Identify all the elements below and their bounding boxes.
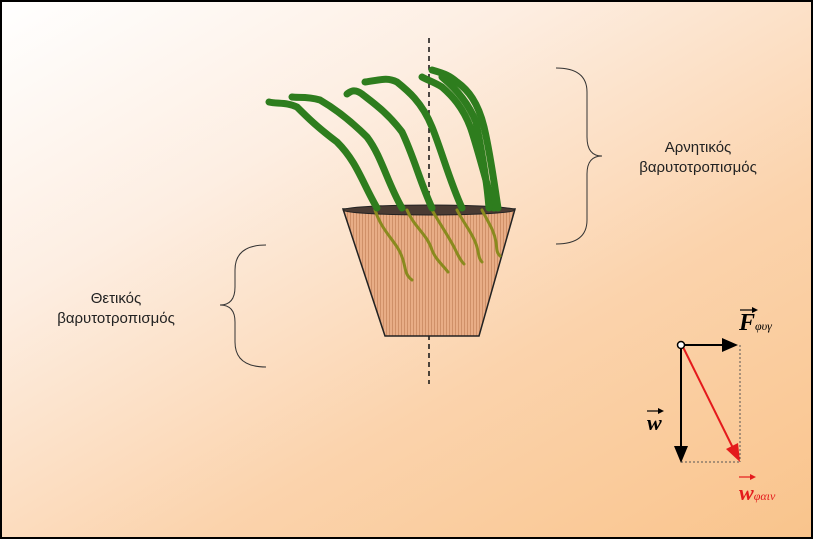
weight-arrowhead [674,446,688,463]
apparent-weight-arrow [683,347,733,448]
weight-label: w [647,410,662,436]
stem [365,79,462,208]
centrifugal-symbol: F [739,310,755,336]
centrifugal-force-label: Fφυγ [739,310,772,337]
negative-gravitropism-label: Αρνητικός βαρυτοτροπισμός [618,138,778,178]
weight-symbol: w [647,410,662,435]
origin-point [678,342,685,349]
centrifugal-subscript: φυγ [755,319,772,333]
negative-label-line2: βαρυτοτροπισμός [618,158,778,178]
negative-label-line1: Αρνητικός [618,138,778,158]
stems [269,70,498,208]
positive-label-line1: Θετικός [36,289,196,309]
negative-brace [556,68,602,244]
centrifugal-arrowhead [722,338,738,352]
apparent-weight-symbol: w [739,480,754,505]
apparent-weight-arrowhead [726,443,740,462]
positive-brace [220,245,266,367]
apparent-weight-label: wφαιν [739,480,775,506]
stem [269,102,377,208]
positive-gravitropism-label: Θετικός βαρυτοτροπισμός [36,289,196,329]
flower-pot [343,209,515,336]
positive-label-line2: βαρυτοτροπισμός [36,309,196,329]
apparent-weight-subscript: φαιν [754,489,776,503]
